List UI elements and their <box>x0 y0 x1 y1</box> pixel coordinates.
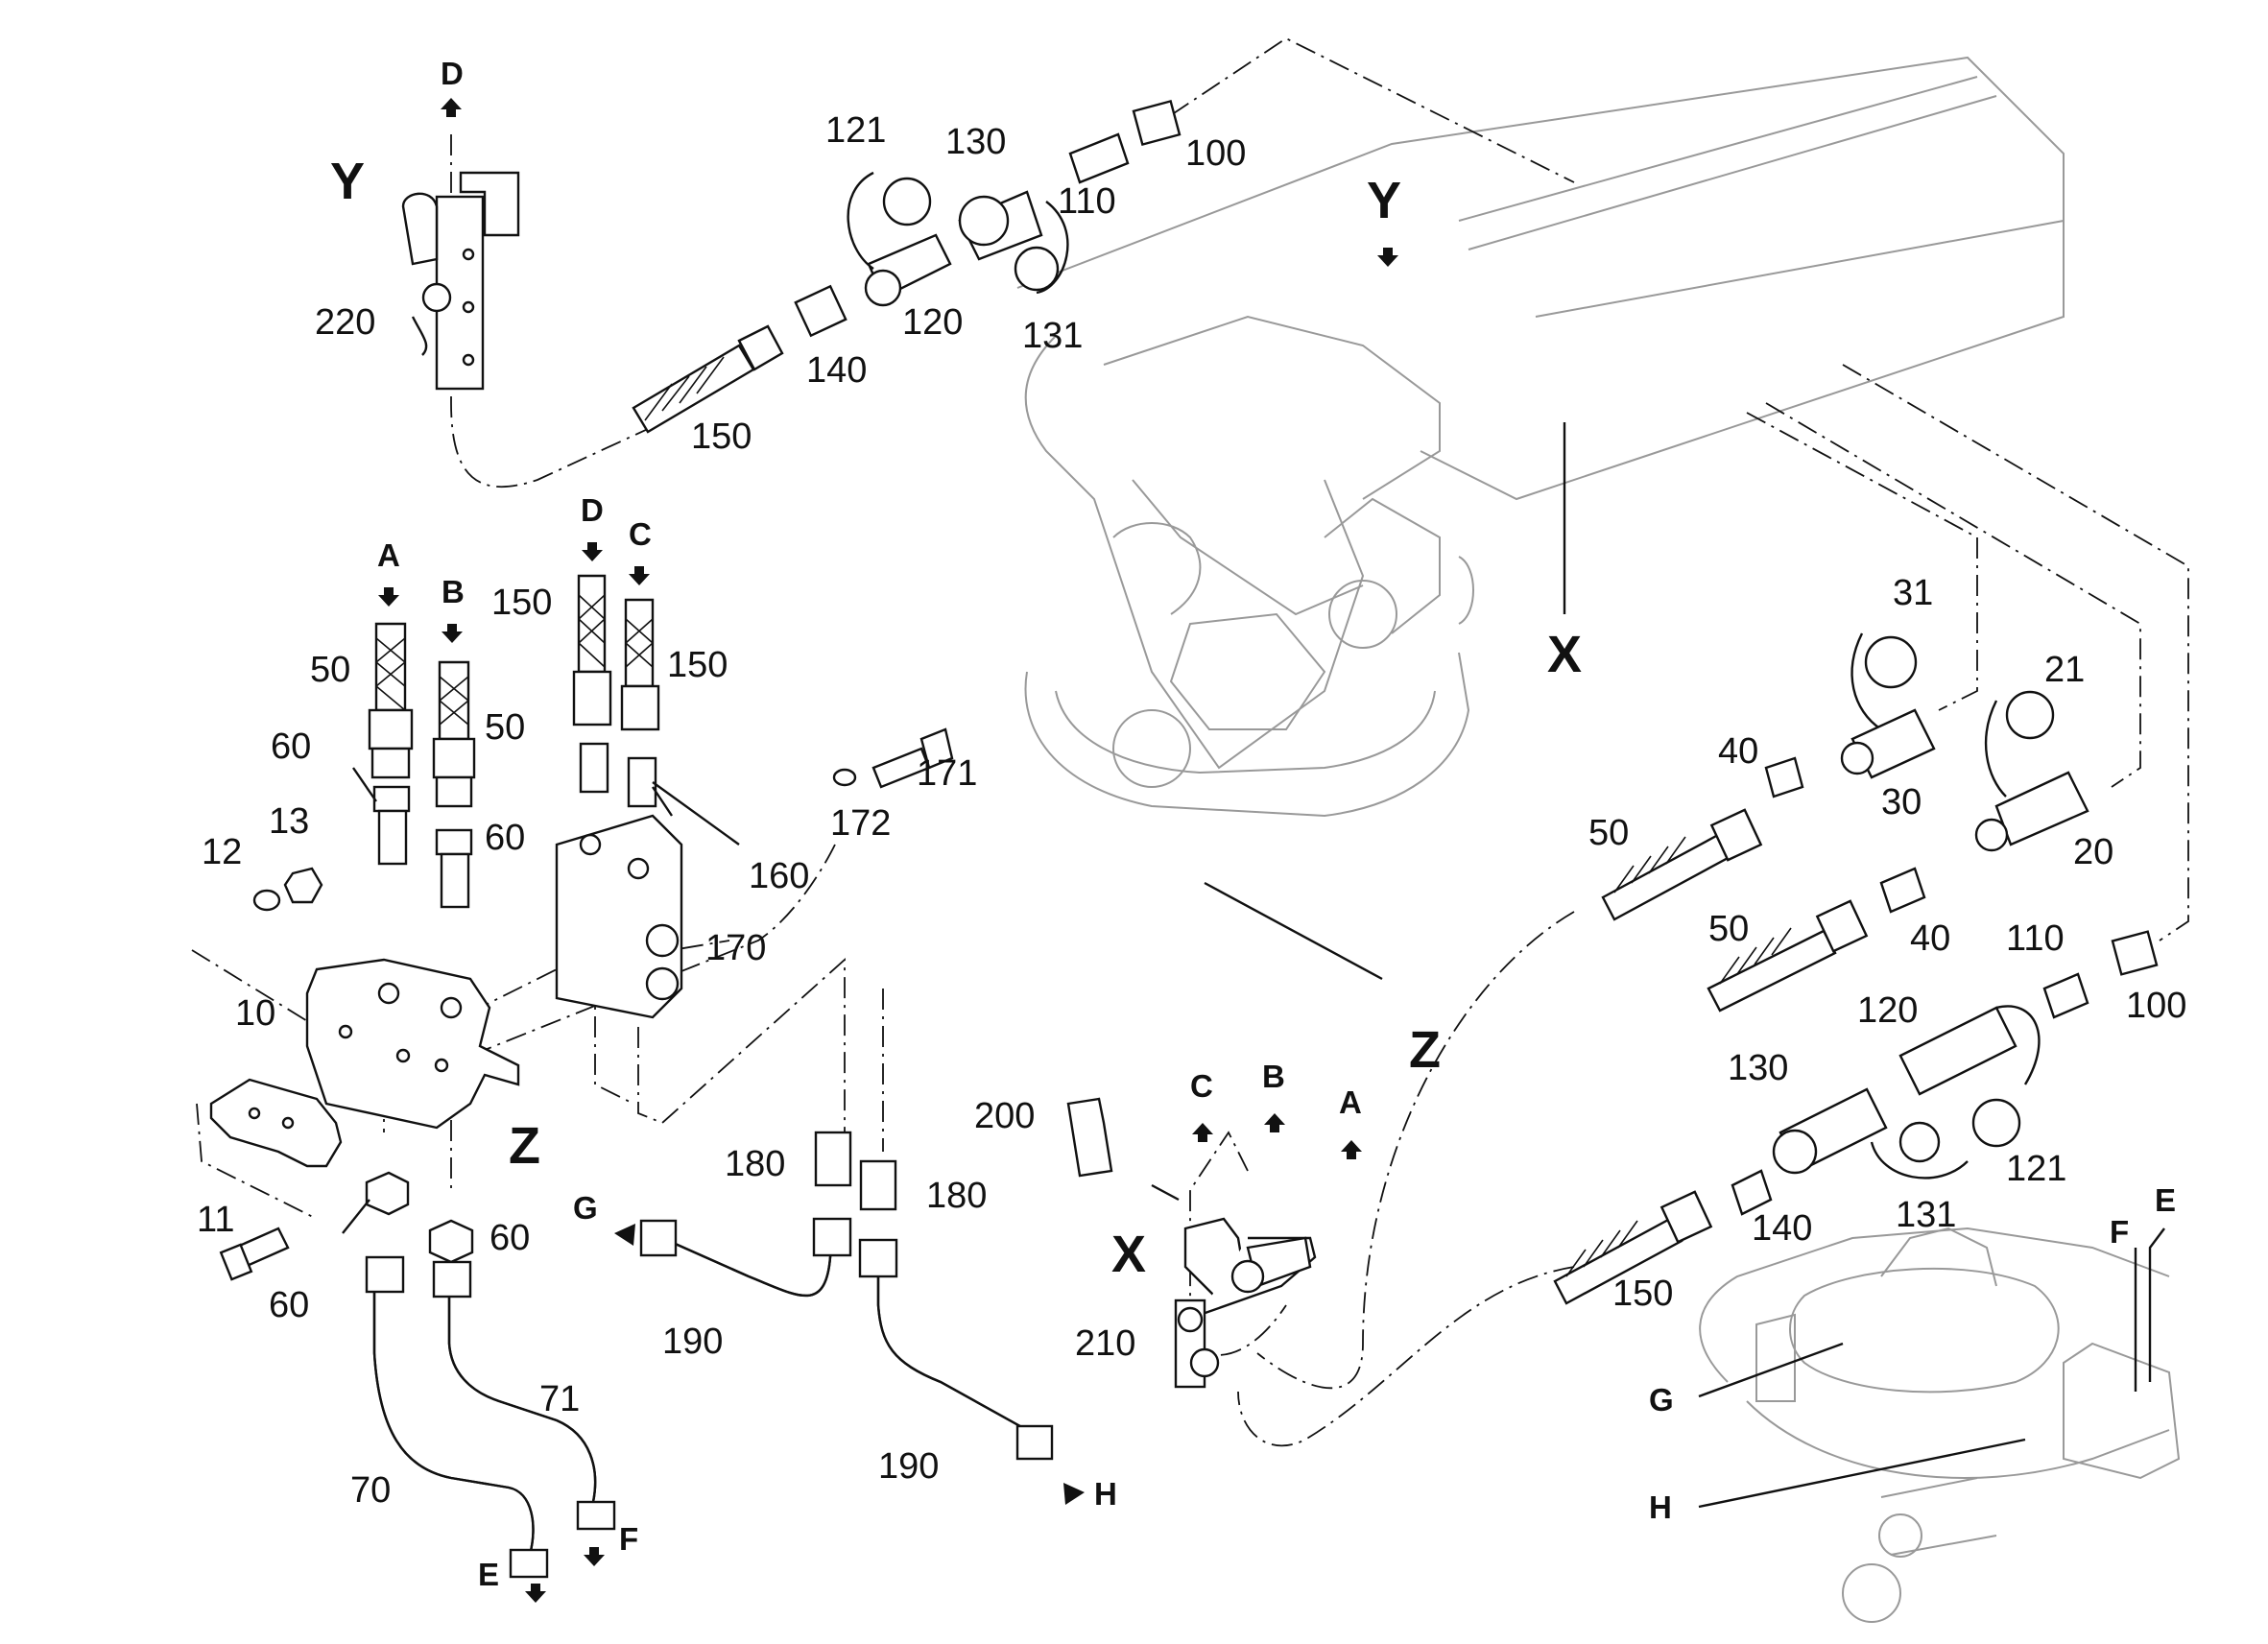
callout-71: 71 <box>539 1379 580 1419</box>
port-letters: D A B D C G H E F C B A G H F E <box>377 56 2176 1592</box>
arrow-down-icon <box>629 566 650 585</box>
arrow-down-icon <box>442 624 463 643</box>
callout-50: 50 <box>1708 909 1749 949</box>
arrow-up-icon <box>441 98 462 117</box>
callout-150: 150 <box>491 583 552 623</box>
callout-190: 190 <box>662 1322 723 1362</box>
callout-30: 30 <box>1881 782 1922 822</box>
right-side-fittings <box>1553 632 2159 1305</box>
callout-131: 131 <box>1896 1195 1956 1235</box>
port-label-G: G <box>573 1190 598 1226</box>
callout-100: 100 <box>2126 986 2186 1026</box>
arrow-down-icon <box>584 1547 605 1566</box>
view-x-bracket <box>1066 1097 1317 1389</box>
callout-31: 31 <box>1893 573 1933 613</box>
callout-140: 140 <box>1752 1208 1812 1249</box>
view-labels: Y Y Z Z X X <box>330 153 1582 1283</box>
view-x-label-machine: X <box>1547 626 1582 683</box>
callout-210: 210 <box>1075 1323 1135 1364</box>
hose-190-assembly <box>639 1131 1054 1461</box>
port-label-E: E <box>478 1557 499 1592</box>
view-z-label: Z <box>509 1117 540 1175</box>
callout-110: 110 <box>1058 181 1116 222</box>
port-label-G: G <box>1649 1382 1674 1418</box>
callout-172: 172 <box>830 803 891 844</box>
callout-70: 70 <box>350 1470 391 1511</box>
callout-50: 50 <box>485 707 525 748</box>
port-label-D: D <box>581 492 604 528</box>
callout-40: 40 <box>1910 918 1950 959</box>
leader-lines <box>342 422 2165 1509</box>
arrow-up-icon <box>1192 1123 1213 1142</box>
callout-100: 100 <box>1185 133 1246 174</box>
view-y-label: Y <box>330 153 365 210</box>
arrow-right-icon <box>1063 1483 1085 1505</box>
callout-130: 130 <box>945 122 1006 162</box>
callout-10: 10 <box>235 993 275 1034</box>
callout-110: 110 <box>2006 918 2065 959</box>
callout-140: 140 <box>806 350 867 391</box>
port-label-B: B <box>442 574 465 609</box>
callout-21: 21 <box>2044 650 2085 690</box>
callout-150: 150 <box>691 417 752 457</box>
port-label-D: D <box>441 56 464 91</box>
view-y-label-machine: Y <box>1367 172 1401 229</box>
callout-13: 13 <box>269 801 309 842</box>
callout-11: 11 <box>197 1200 234 1240</box>
arrow-up-icon <box>1341 1140 1362 1159</box>
arrow-down-icon <box>525 1584 546 1603</box>
callout-150: 150 <box>1612 1274 1673 1314</box>
part-number-callouts: 220 150 140 120 121 130 131 110 100 50 5… <box>197 110 2186 1511</box>
callout-40: 40 <box>1718 731 1758 772</box>
top-hose-fittings <box>632 99 1182 434</box>
callout-160: 160 <box>749 856 809 896</box>
port-label-C: C <box>1190 1068 1213 1104</box>
callout-190: 190 <box>878 1446 939 1487</box>
callout-60: 60 <box>489 1218 530 1258</box>
machine-boom-illustration <box>1016 56 2181 1623</box>
view-z-block-assembly <box>209 574 954 1579</box>
callout-180: 180 <box>926 1176 987 1216</box>
view-x-label: X <box>1111 1226 1146 1283</box>
callout-150: 150 <box>667 645 728 685</box>
arrow-down-icon <box>582 542 603 561</box>
callout-120: 120 <box>902 302 963 343</box>
callout-60: 60 <box>269 1285 309 1325</box>
port-label-H: H <box>1649 1489 1672 1525</box>
callout-200: 200 <box>974 1096 1035 1136</box>
callout-130: 130 <box>1728 1048 1788 1088</box>
callout-12: 12 <box>202 832 242 872</box>
callout-170: 170 <box>705 928 766 968</box>
port-label-A: A <box>377 537 400 573</box>
callout-171: 171 <box>917 753 977 794</box>
callout-50: 50 <box>1588 813 1629 853</box>
callout-50: 50 <box>310 650 350 690</box>
arrow-down-icon <box>1377 248 1398 267</box>
callout-20: 20 <box>2073 832 2113 872</box>
port-label-F: F <box>619 1521 638 1557</box>
callout-220: 220 <box>315 302 375 343</box>
port-label-F: F <box>2110 1214 2129 1250</box>
callout-131: 131 <box>1022 316 1083 356</box>
callout-121: 121 <box>825 110 886 151</box>
callout-120: 120 <box>1857 990 1918 1031</box>
flow-arrows <box>378 98 1398 1603</box>
view-z-label-machine: Z <box>1409 1021 1441 1079</box>
bracket-220 <box>401 171 520 391</box>
callout-180: 180 <box>725 1144 785 1184</box>
port-label-B: B <box>1262 1059 1285 1094</box>
callout-60: 60 <box>271 727 311 767</box>
arrow-down-icon <box>378 587 399 607</box>
connection-lines <box>191 36 2189 1447</box>
port-label-A: A <box>1339 1084 1362 1120</box>
arrow-up-icon <box>1264 1113 1285 1132</box>
port-label-E: E <box>2155 1182 2176 1218</box>
callout-121: 121 <box>2006 1149 2066 1189</box>
callout-60: 60 <box>485 818 525 858</box>
port-label-C: C <box>629 516 652 552</box>
arrow-left-icon <box>614 1224 635 1246</box>
port-label-H: H <box>1094 1476 1117 1512</box>
